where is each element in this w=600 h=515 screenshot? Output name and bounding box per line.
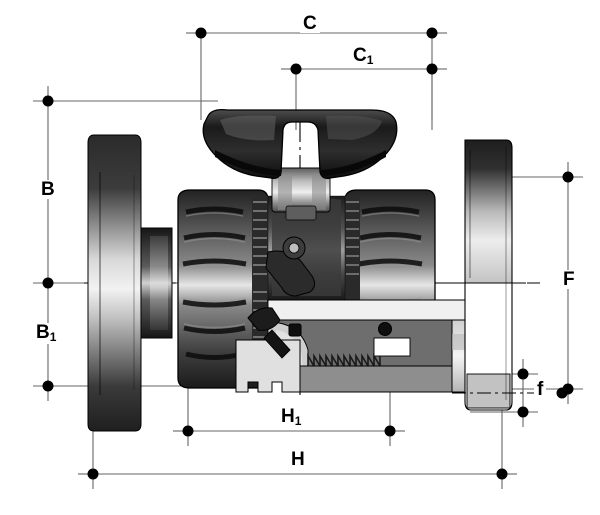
- dimension-label-B: B: [38, 180, 58, 199]
- dimension-label-C: C: [300, 14, 320, 33]
- dimension-label-C1: C1: [350, 46, 377, 67]
- valve-handle: [202, 108, 398, 180]
- valve-stem: [271, 167, 331, 221]
- lock-lever: [247, 236, 316, 359]
- dimension-label-F: F: [560, 270, 578, 289]
- flange-left: [87, 134, 142, 432]
- spring-detail: [307, 353, 381, 369]
- union-nut-left-ribs: [182, 206, 247, 360]
- union-nut-left: [177, 189, 269, 389]
- section-cut-detail: [235, 236, 501, 393]
- dimension-label-f: f: [534, 380, 547, 399]
- dimension-label-H: H: [288, 450, 308, 469]
- dimension-label-H1: H1: [278, 407, 305, 428]
- flange-right: [452, 139, 540, 411]
- o-ring-seal-1: [288, 323, 302, 337]
- dimension-label-B1: B1: [33, 323, 60, 344]
- dimension-endpoint-markers: [42, 27, 574, 480]
- hub-left: [140, 227, 173, 339]
- o-ring-seal-2: [378, 322, 392, 336]
